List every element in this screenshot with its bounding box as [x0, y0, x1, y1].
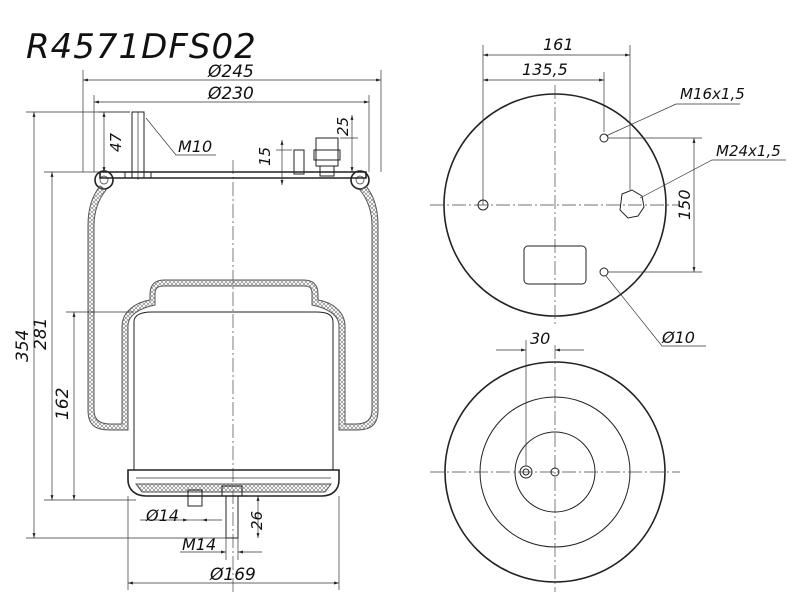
dim-stud-height: 47 — [107, 132, 125, 152]
dim-piston-thread: M14 — [182, 535, 216, 554]
dim-dia-inner: Ø230 — [207, 84, 254, 104]
dim-air-height: 25 — [334, 117, 352, 136]
dim-height-total: 354 — [13, 330, 33, 362]
dim-top-hole: Ø10 — [661, 328, 695, 347]
dim-top-dist-1: 161 — [543, 35, 574, 54]
bottom-view: 30 — [430, 329, 680, 592]
dim-piston-dia: Ø169 — [209, 565, 256, 585]
dim-height-upper: 281 — [31, 318, 51, 350]
dim-piston-hole: Ø14 — [145, 506, 179, 525]
dim-top-dist-2: 135,5 — [522, 60, 568, 79]
side-view: Ø245 Ø230 47 M10 25 15 354 281 162 — [13, 62, 382, 592]
dim-pin-height: 15 — [256, 147, 274, 166]
dim-top-spacing: 150 — [675, 189, 694, 220]
dim-piston-stud: 26 — [248, 511, 266, 530]
dim-top-thread-1: M16x1,5 — [680, 85, 745, 103]
dim-height-piston: 162 — [53, 388, 73, 420]
dim-top-thread-2: M24x1,5 — [716, 142, 781, 160]
top-view: 161 135,5 M16x1,5 M24x1,5 150 Ø10 — [430, 35, 786, 347]
dim-stud-thread: M10 — [178, 137, 212, 156]
dim-bottom-offset: 30 — [530, 329, 550, 348]
dim-dia-outer: Ø245 — [207, 62, 254, 82]
part-number-title: R4571DFS02 — [26, 27, 257, 67]
